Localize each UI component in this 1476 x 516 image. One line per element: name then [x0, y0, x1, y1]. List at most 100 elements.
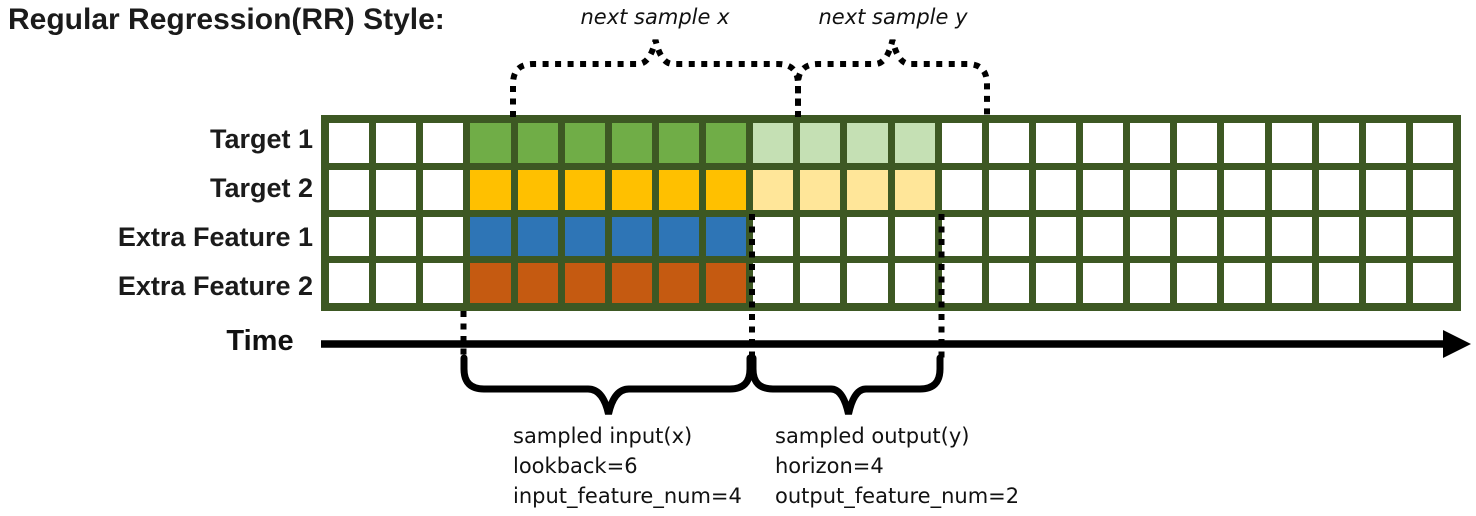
grid-cell	[1365, 263, 1406, 303]
grid-cell	[1083, 169, 1124, 210]
sample-grid	[321, 115, 1461, 311]
grid-cell	[1224, 169, 1265, 210]
grid-cell	[1035, 216, 1076, 257]
grid-cell	[706, 216, 747, 257]
time-axis-label: Time	[226, 325, 294, 357]
grid-cell	[988, 169, 1029, 210]
time-axis-arrowhead	[1443, 330, 1471, 358]
grid-cell	[470, 216, 511, 257]
grid-cell	[611, 123, 652, 163]
grid-cell	[1177, 169, 1218, 210]
grid-cell	[800, 216, 841, 257]
grid-cell	[1271, 216, 1312, 257]
next-sample-y-brace	[795, 39, 990, 117]
grid-cell	[470, 123, 511, 163]
grid-cell	[423, 216, 464, 257]
grid-cell	[1271, 263, 1312, 303]
grid-cell	[988, 123, 1029, 163]
grid-cell	[564, 169, 605, 210]
grid-cell	[611, 169, 652, 210]
grid-cell	[517, 169, 558, 210]
grid-cell	[1224, 216, 1265, 257]
row-label-extra-feature-1: Extra Feature 1	[117, 222, 313, 252]
grid-cell	[376, 263, 417, 303]
diagram-title: Regular Regression(RR) Style:	[8, 3, 445, 36]
grid-cell	[1177, 216, 1218, 257]
grid-cell	[753, 216, 794, 257]
input-feature-num-value: input_feature_num=4	[513, 484, 742, 508]
grid-cell	[1083, 123, 1124, 163]
grid-cell	[706, 123, 747, 163]
grid-cell	[847, 216, 888, 257]
sampled-output-annotation: sampled output(y) horizon=4 output_featu…	[775, 421, 1019, 511]
grid-cell	[376, 216, 417, 257]
sampled-input-title: sampled input(x)	[513, 424, 693, 448]
grid-cell	[376, 169, 417, 210]
grid-cell	[847, 123, 888, 163]
row-labels: Target 1 Target 2 Extra Feature 1 Extra …	[0, 115, 313, 311]
grid-cell	[517, 123, 558, 163]
grid-cell	[517, 216, 558, 257]
grid-cell	[1412, 169, 1453, 210]
grid-cell	[1412, 123, 1453, 163]
grid-cell	[800, 169, 841, 210]
grid-cell	[329, 123, 370, 163]
grid-cell	[1035, 123, 1076, 163]
sampled-input-brace	[460, 354, 754, 415]
row-label-extra-feature-2: Extra Feature 2	[117, 271, 313, 301]
grid-cell	[706, 263, 747, 303]
grid-cell	[1177, 123, 1218, 163]
next-sample-x-brace	[510, 39, 801, 117]
grid-cell	[941, 263, 982, 303]
sampled-output-brace	[749, 354, 944, 415]
grid-cell	[1035, 169, 1076, 210]
grid-cell	[658, 169, 699, 210]
grid-cell	[470, 263, 511, 303]
grid-cell	[941, 216, 982, 257]
grid-cell	[1318, 216, 1359, 257]
grid-cell	[941, 169, 982, 210]
grid-cell	[1083, 216, 1124, 257]
grid-cell	[1177, 263, 1218, 303]
grid-cell	[1365, 123, 1406, 163]
grid-cell	[658, 123, 699, 163]
next-sample-y-label: next sample y	[818, 5, 968, 29]
grid-cell	[1365, 169, 1406, 210]
grid-cell	[847, 263, 888, 303]
grid-cell	[423, 263, 464, 303]
horizon-value: horizon=4	[775, 454, 884, 478]
output-feature-num-value: output_feature_num=2	[775, 484, 1020, 508]
grid-cell	[1130, 169, 1171, 210]
grid-cell	[1130, 216, 1171, 257]
grid-cell	[706, 169, 747, 210]
grid-cell	[329, 169, 370, 210]
grid-cell	[1130, 263, 1171, 303]
row-label-target-1: Target 1	[209, 124, 313, 154]
grid-cell	[1224, 263, 1265, 303]
grid-cell	[658, 263, 699, 303]
grid-cell	[658, 216, 699, 257]
grid-cell	[1130, 123, 1171, 163]
grid-cell	[1224, 123, 1265, 163]
grid-cell	[564, 216, 605, 257]
grid-cell	[329, 216, 370, 257]
grid-cell	[1365, 216, 1406, 257]
grid-cell	[1083, 263, 1124, 303]
grid-cell	[1271, 123, 1312, 163]
grid-cell	[847, 169, 888, 210]
grid-cell	[800, 263, 841, 303]
grid-cell	[1271, 169, 1312, 210]
grid-cell	[611, 216, 652, 257]
grid-cell	[1412, 263, 1453, 303]
grid-cell	[611, 263, 652, 303]
grid-cell	[376, 123, 417, 163]
grid-cell	[517, 263, 558, 303]
row-label-target-2: Target 2	[209, 173, 313, 203]
grid-cell	[800, 123, 841, 163]
grid-cell	[1318, 263, 1359, 303]
grid-cell	[1412, 216, 1453, 257]
sampled-input-annotation: sampled input(x) lookback=6 input_featur…	[513, 421, 742, 511]
grid-cell	[988, 263, 1029, 303]
grid-cell	[988, 216, 1029, 257]
grid-cell	[894, 263, 935, 303]
